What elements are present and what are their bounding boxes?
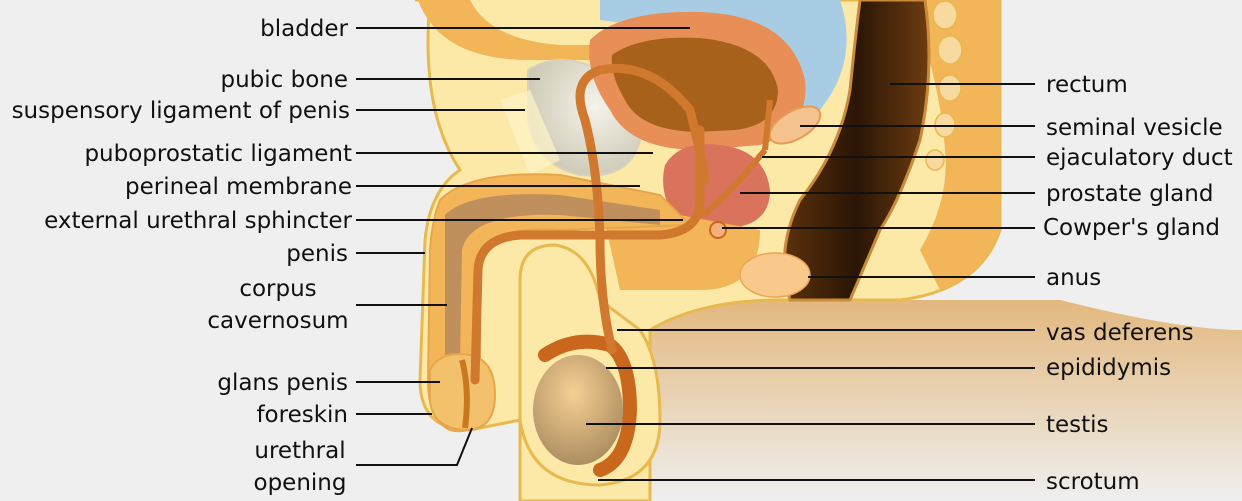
anal-sphincter — [739, 252, 811, 298]
label-bladder: bladder — [260, 16, 348, 42]
label-scrotum: scrotum — [1046, 469, 1140, 495]
label-penis: penis — [286, 241, 348, 267]
cowpers-gland — [709, 221, 727, 239]
label-corpus-line2: cavernosum — [207, 308, 349, 334]
label-testis: testis — [1046, 412, 1109, 438]
seminal-duct — [762, 99, 773, 151]
abdominal-fat — [470, 0, 600, 45]
label-ejaculatory-duct: ejaculatory duct — [1046, 145, 1233, 171]
vas-deferens — [575, 63, 710, 355]
label-external-urethral-sphincter: external urethral sphincter — [44, 208, 352, 234]
vertebrae — [925, 0, 963, 171]
prostate-gland — [663, 144, 770, 228]
bladder-lumen — [611, 37, 778, 132]
label-perineal-membrane: perineal membrane — [125, 174, 352, 200]
label-epididymis: epididymis — [1046, 355, 1172, 381]
label-suspensory-ligament: suspensory ligament of penis — [11, 98, 350, 124]
label-seminal-vesicle: seminal vesicle — [1046, 115, 1223, 141]
label-corpus-line1: corpus — [239, 276, 317, 302]
testis — [533, 355, 623, 465]
label-corpus-cavernosum: corpus cavernosum — [198, 273, 358, 337]
corpus-cavernosum — [445, 194, 660, 360]
label-urethral-line1: urethral — [254, 438, 346, 464]
urethra-distal — [459, 359, 470, 429]
label-rectum: rectum — [1046, 72, 1128, 98]
seminal-vesicle — [768, 105, 822, 145]
label-pubic-bone: pubic bone — [220, 67, 348, 93]
sacrum — [910, 0, 1000, 290]
label-glans-penis: glans penis — [217, 370, 348, 396]
label-puboprostatic-ligament: puboprostatic ligament — [84, 141, 352, 167]
label-urethral-line2: opening — [253, 470, 347, 496]
label-foreskin: foreskin — [256, 402, 348, 428]
thigh-shape — [560, 300, 1242, 501]
leader-lines-left — [356, 27, 690, 466]
leader-lines-right — [586, 83, 1035, 481]
label-anus: anus — [1046, 265, 1102, 291]
label-urethral-opening: urethral opening — [230, 435, 370, 499]
ejaculatory-duct — [699, 148, 768, 218]
label-prostate-gland: prostate gland — [1046, 181, 1214, 207]
urethra — [470, 125, 705, 385]
label-vas-deferens: vas deferens — [1046, 320, 1194, 346]
label-cowpers-gland: Cowper's gland — [1043, 215, 1221, 241]
